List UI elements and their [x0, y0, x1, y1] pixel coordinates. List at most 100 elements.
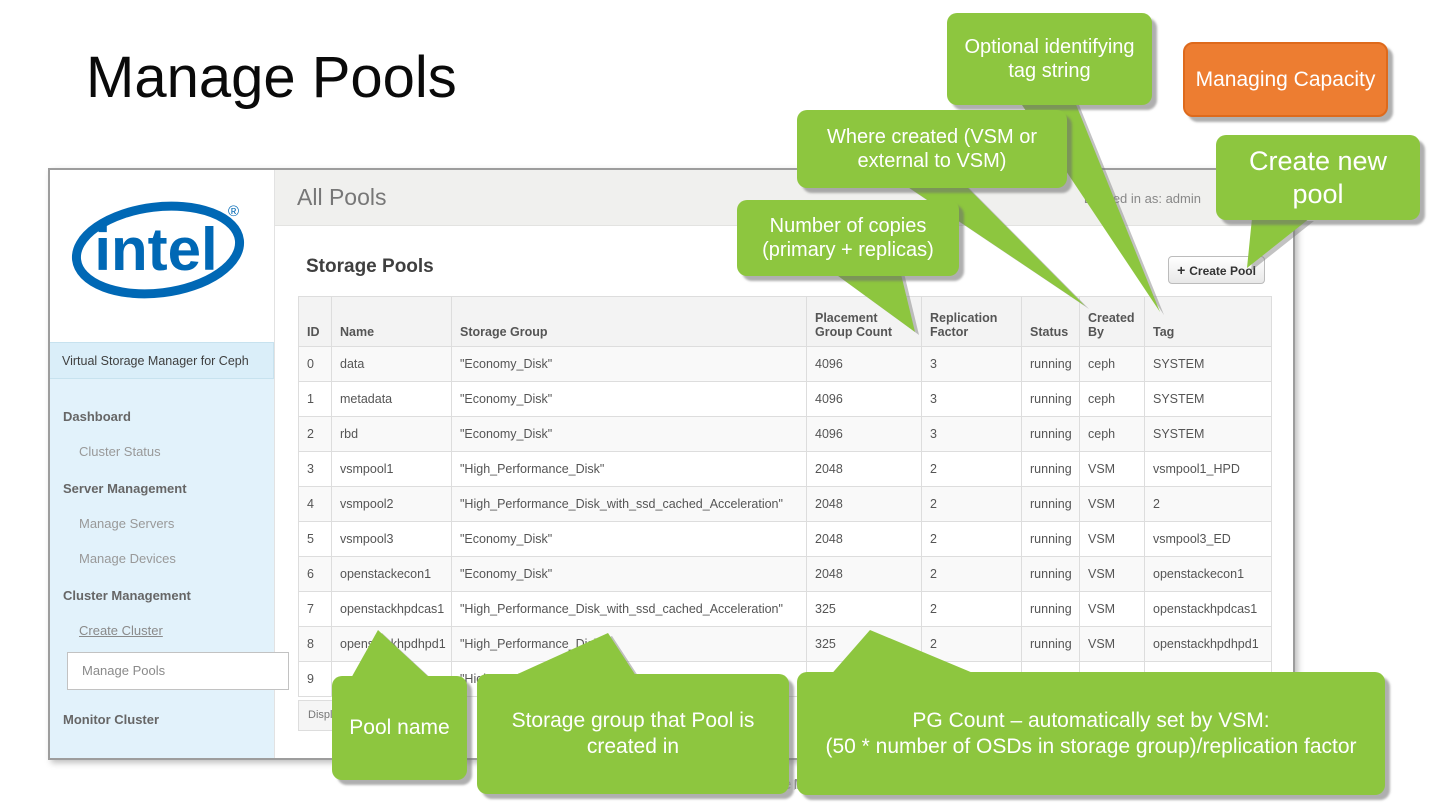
table-cell: vsmpool1_HPD	[1144, 451, 1272, 487]
table-cell: 4	[298, 486, 332, 522]
table-cell: 9	[298, 661, 332, 697]
sidebar-item-dashboard: Dashboard	[63, 409, 131, 424]
intel-logo: intel ®	[71, 201, 245, 299]
column-header: Created By	[1079, 296, 1145, 347]
table-cell: running	[1021, 416, 1080, 452]
table-cell: "Economy_Disk"	[451, 346, 807, 382]
slide-title: Manage Pools	[86, 45, 457, 110]
table-cell: 0	[298, 346, 332, 382]
callout-num-copies: Number of copies (primary + replicas)	[737, 200, 959, 276]
table-cell: running	[1021, 381, 1080, 417]
table-cell: VSM	[1079, 486, 1145, 522]
sidebar-item-create-cluster[interactable]: Create Cluster	[79, 623, 163, 638]
table-cell: 4096	[806, 346, 922, 382]
table-cell: 2	[298, 416, 332, 452]
table-cell: VSM	[1079, 521, 1145, 557]
table-cell: 5	[298, 521, 332, 557]
table-cell: 2048	[806, 556, 922, 592]
table-cell: 3	[298, 451, 332, 487]
table-cell: 325	[806, 591, 922, 627]
table-cell: running	[1021, 521, 1080, 557]
table-cell: vsmpool2	[331, 486, 452, 522]
callout-optional-tag: Optional identifying tag string	[947, 13, 1152, 105]
table-cell: openstackhpdcas1	[1144, 591, 1272, 627]
table-cell: 2	[921, 521, 1022, 557]
table-cell: 3	[921, 416, 1022, 452]
sidebar-item-manage-servers[interactable]: Manage Servers	[79, 516, 175, 531]
table-cell: openstackhpdcas1	[331, 591, 452, 627]
table-cell: ceph	[1079, 416, 1145, 452]
sidebar-item-manage-pools[interactable]: Manage Pools	[67, 652, 289, 690]
table-cell: 3	[921, 381, 1022, 417]
column-header: Storage Group	[451, 296, 807, 347]
table-cell: "Economy_Disk"	[451, 521, 807, 557]
column-header: Tag	[1144, 296, 1272, 347]
table-cell: vsmpool3_ED	[1144, 521, 1272, 557]
callout-managing-capacity: Managing Capacity	[1183, 42, 1388, 117]
table-cell: metadata	[331, 381, 452, 417]
table-cell: ceph	[1079, 381, 1145, 417]
sidebar: intel ® Virtual Storage Manager for Ceph…	[50, 170, 289, 758]
table-cell: "Economy_Disk"	[451, 381, 807, 417]
table-cell: VSM	[1079, 556, 1145, 592]
callout-pg-count: PG Count – automatically set by VSM: (50…	[797, 672, 1385, 795]
sidebar-item-cluster-management: Cluster Management	[63, 588, 191, 603]
table-cell: "High_Performance_Disk"	[451, 451, 807, 487]
plus-icon: +	[1177, 262, 1186, 278]
table-cell: 2048	[806, 521, 922, 557]
column-header: Name	[331, 296, 452, 347]
sidebar-item-manage-devices[interactable]: Manage Devices	[79, 551, 176, 566]
table-cell: SYSTEM	[1144, 416, 1272, 452]
table-cell: data	[331, 346, 452, 382]
section-title: Storage Pools	[306, 256, 434, 277]
table-cell: 4096	[806, 416, 922, 452]
table-cell: running	[1021, 451, 1080, 487]
table-cell: running	[1021, 346, 1080, 382]
sidebar-product-tab[interactable]: Virtual Storage Manager for Ceph	[50, 342, 274, 379]
page-title: All Pools	[297, 184, 387, 210]
table-cell: VSM	[1079, 591, 1145, 627]
table-cell: 8	[298, 626, 332, 662]
registered-mark-icon: ®	[228, 203, 239, 220]
sidebar-item-cluster-status[interactable]: Cluster Status	[79, 444, 161, 459]
table-cell: SYSTEM	[1144, 346, 1272, 382]
table-cell: VSM	[1079, 451, 1145, 487]
callout-pool-name: Pool name	[332, 676, 467, 780]
sidebar-panel: Virtual Storage Manager for Ceph Dashboa…	[50, 342, 289, 758]
sidebar-item-monitor-cluster: Monitor Cluster	[63, 712, 160, 727]
column-header: ID	[298, 296, 332, 347]
table-cell: 3	[921, 346, 1022, 382]
table-cell: running	[1021, 591, 1080, 627]
table-cell: "High_Performance_Disk_with_ssd_cached_A…	[451, 591, 807, 627]
column-header: Placement Group Count	[806, 296, 922, 347]
table-cell: rbd	[331, 416, 452, 452]
logo-box: intel ®	[71, 186, 249, 310]
table-cell: 1	[298, 381, 332, 417]
intel-logo-text: intel	[94, 216, 217, 283]
table-cell: "Economy_Disk"	[451, 556, 807, 592]
table-cell: vsmpool1	[331, 451, 452, 487]
table-cell: 2048	[806, 486, 922, 522]
create-pool-button[interactable]: +Create Pool	[1168, 256, 1265, 284]
table-cell: 2	[921, 626, 1022, 662]
table-cell: 2	[921, 591, 1022, 627]
create-pool-label: Create Pool	[1189, 264, 1256, 278]
callout-where-created: Where created (VSM or external to VSM)	[797, 110, 1067, 188]
table-cell: "High_Performance_Disk"	[451, 626, 807, 662]
callout-storage-group: Storage group that Pool is created in	[477, 674, 789, 794]
